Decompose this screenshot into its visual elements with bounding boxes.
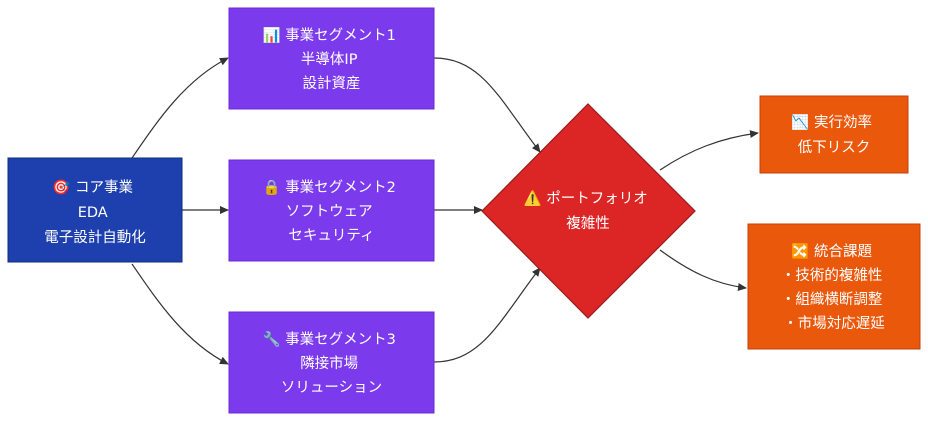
node-efficiency-risk-line: 📉 実行効率 <box>791 113 872 131</box>
node-segment-1[interactable]: 📊 事業セグメント1 半導体IP 設計資産 <box>228 7 435 110</box>
node-segment-2-line: 🔒 事業セグメント2 <box>263 179 396 196</box>
node-core-line: 電子設計自動化 <box>44 229 146 246</box>
node-core-line: 🎯 コア事業 <box>52 179 133 196</box>
node-segment-3[interactable]: 🔧 事業セグメント3 隣接市場 ソリューション <box>228 311 435 414</box>
node-integration-issues-text: 🔀 統合課題 ・技術的複雑性 ・組織横断調整 ・市場対応遅延 <box>781 242 887 332</box>
node-segment-2-text: 🔒 事業セグメント2 ソフトウェア セキュリティ <box>263 179 401 244</box>
node-integration-issues-box <box>747 223 921 350</box>
node-segment-2-line: ソフトウェア <box>286 203 373 220</box>
node-segment-3-line: 隣接市場 <box>300 355 358 372</box>
edges <box>131 57 759 365</box>
edge-core-to-seg1 <box>131 57 229 159</box>
node-efficiency-risk-box <box>759 95 909 174</box>
node-segment-2[interactable]: 🔒 事業セグメント2 ソフトウェア セキュリティ <box>228 159 435 262</box>
edge-portfolio-to-efficiency <box>659 130 759 171</box>
node-segment-1-text: 📊 事業セグメント1 半導体IP 設計資産 <box>263 26 401 92</box>
edge-portfolio-to-integration <box>659 249 747 291</box>
node-integration-issues[interactable]: 🔀 統合課題 ・技術的複雑性 ・組織横断調整 ・市場対応遅延 <box>747 223 921 350</box>
node-portfolio-line: ⚠️ ポートフォリオ <box>524 189 648 207</box>
node-segment-3-box <box>228 311 435 414</box>
node-integration-issues-line: ・市場対応遅延 <box>783 315 885 332</box>
edge-core-to-seg3 <box>131 263 229 365</box>
node-segment-3-line: ソリューション <box>281 380 382 396</box>
node-portfolio-line: 複雑性 <box>566 215 610 232</box>
node-core-text: 🎯 コア事業 EDA 電子設計自動化 <box>44 179 146 246</box>
node-integration-issues-line: ・技術的複雑性 <box>781 267 883 284</box>
node-segment-2-box <box>228 159 435 262</box>
edge-seg1-to-portfolio <box>433 57 541 153</box>
node-portfolio-text: ⚠️ ポートフォリオ 複雑性 <box>524 189 653 232</box>
node-core[interactable]: 🎯 コア事業 EDA 電子設計自動化 <box>7 157 183 263</box>
node-efficiency-risk[interactable]: 📉 実行効率 低下リスク <box>759 95 909 174</box>
node-portfolio[interactable]: ⚠️ ポートフォリオ 複雑性 <box>481 103 696 319</box>
node-segment-1-line: 設計資産 <box>303 75 361 92</box>
node-integration-issues-line: 🔀 統合課題 <box>791 242 872 260</box>
node-segment-2-line: セキュリティ <box>288 228 374 244</box>
edge-seg3-to-portfolio <box>433 267 541 363</box>
node-segment-3-text: 🔧 事業セグメント3 隣接市場 ソリューション <box>263 330 401 396</box>
node-core-line: EDA <box>78 205 108 221</box>
node-segment-1-line: 半導体IP <box>301 51 358 68</box>
node-integration-issues-line: ・組織横断調整 <box>781 291 883 308</box>
node-segment-1-box <box>228 7 435 110</box>
node-segment-3-line: 🔧 事業セグメント3 <box>263 330 396 348</box>
node-segment-1-line: 📊 事業セグメント1 <box>263 26 396 44</box>
node-portfolio-diamond <box>481 103 696 319</box>
node-core-box <box>7 157 183 263</box>
node-efficiency-risk-line: 低下リスク <box>798 139 871 156</box>
node-efficiency-risk-text: 📉 実行効率 低下リスク <box>791 113 876 156</box>
